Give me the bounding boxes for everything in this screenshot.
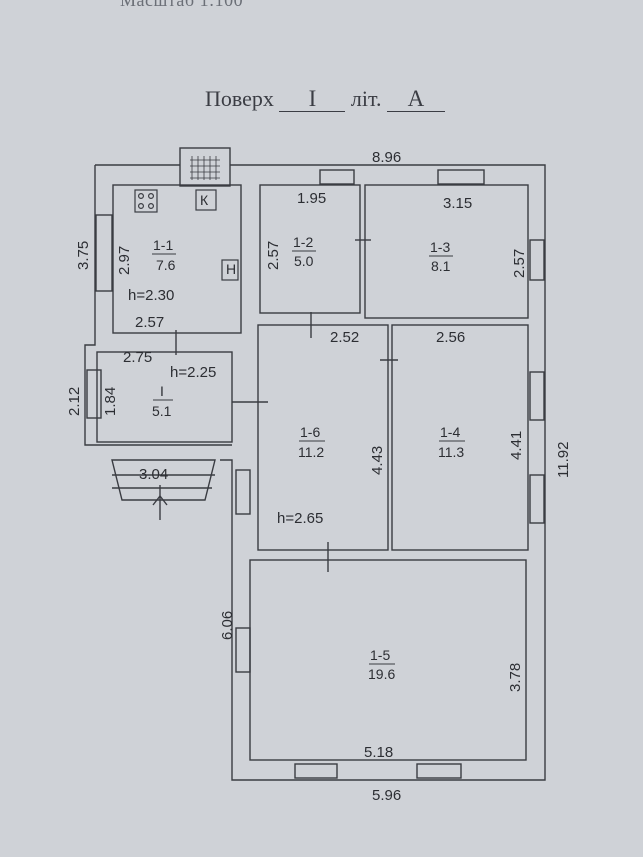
- dim-bottom-outer: 5.96: [372, 787, 401, 804]
- dim-k-height: 2.97: [116, 246, 133, 275]
- window-left-3: [235, 469, 251, 515]
- room-1-4-label: 1-4: [440, 424, 460, 440]
- room-1-2-label: 1-2: [293, 234, 313, 250]
- dim-r2-height: 2.57: [265, 241, 282, 270]
- room-hall-label: I: [160, 383, 164, 399]
- height-main: h=2.65: [277, 510, 323, 527]
- dim-r3-height: 2.57: [511, 249, 528, 278]
- k-box-label: К: [200, 192, 209, 208]
- dim-hall-width: 2.75: [123, 349, 152, 366]
- window-left-2: [86, 369, 102, 419]
- room-hall-area: 5.1: [152, 403, 172, 419]
- window-top-2: [437, 169, 485, 185]
- window-left-1: [95, 214, 113, 292]
- dim-overall-height-right: 11.92: [555, 442, 572, 478]
- outer-wall-kitchen: [95, 164, 546, 781]
- room-1-3-label: 1-3: [430, 239, 450, 255]
- room-1-3-wall: [364, 184, 529, 319]
- letter-label: літ.: [350, 86, 382, 111]
- room-1-1-wall: [112, 184, 242, 334]
- dim-left-top-outer: 3.75: [75, 241, 92, 270]
- window-right-2: [529, 371, 545, 421]
- dim-overall-width-top: 8.96: [372, 149, 401, 166]
- radiator-symbol: Н: [226, 261, 236, 277]
- entry-arrow-icon: [152, 494, 168, 506]
- floor-label: Поверх: [205, 86, 274, 111]
- dim-porch-width: 3.04: [139, 466, 168, 483]
- chimney: [179, 147, 231, 187]
- dim-r2-width: 1.95: [297, 190, 326, 207]
- floor-title: Поверх I літ. А: [205, 86, 445, 112]
- window-bottom-2: [416, 763, 462, 779]
- room-1-6-area: 11.2: [298, 444, 324, 460]
- room-1-5-area: 19.6: [368, 666, 395, 682]
- height-kitchen: h=2.30: [128, 287, 174, 304]
- dim-k-width: 2.57: [135, 314, 164, 331]
- room-hall-wall: [96, 351, 233, 443]
- room-1-2-area: 5.0: [294, 253, 314, 269]
- dim-r6-height: 4.43: [369, 446, 386, 475]
- window-right-3: [529, 474, 545, 524]
- dim-r5-height: 3.78: [507, 663, 524, 692]
- window-top-1: [319, 169, 355, 185]
- room-1-1-label: 1-1: [153, 237, 173, 253]
- room-1-6-wall: [257, 324, 389, 551]
- dim-r6-width: 2.52: [330, 329, 359, 346]
- room-1-3-area: 8.1: [431, 258, 451, 274]
- scale-text: Масштаб 1:100: [120, 0, 244, 10]
- window-bottom-1: [294, 763, 338, 779]
- window-left-4: [235, 627, 251, 673]
- room-1-6-label: 1-6: [300, 424, 320, 440]
- room-1-5-label: 1-5: [370, 647, 390, 663]
- dim-left-lower-outer: 6.06: [219, 611, 236, 640]
- outer-wall-left: [84, 165, 232, 446]
- dim-hall-height: 1.84: [102, 387, 119, 416]
- window-right-1: [529, 239, 545, 281]
- room-1-4-area: 11.3: [438, 444, 464, 460]
- dim-left-mid-outer: 2.12: [66, 387, 83, 416]
- dim-r4-height: 4.41: [508, 431, 525, 460]
- porch: [111, 459, 216, 501]
- room-1-4-wall: [391, 324, 529, 551]
- dim-r5-width: 5.18: [364, 744, 393, 761]
- chimney-icon: [190, 156, 220, 180]
- letter-value: А: [386, 87, 445, 112]
- room-1-2-wall: [259, 184, 361, 314]
- height-hall: h=2.25: [170, 364, 216, 381]
- stove-icon: [134, 189, 239, 281]
- dim-r4-width: 2.56: [436, 329, 465, 346]
- floor-value: I: [279, 87, 346, 112]
- room-1-1-area: 7.6: [156, 257, 176, 273]
- dim-r3-width: 3.15: [443, 195, 472, 212]
